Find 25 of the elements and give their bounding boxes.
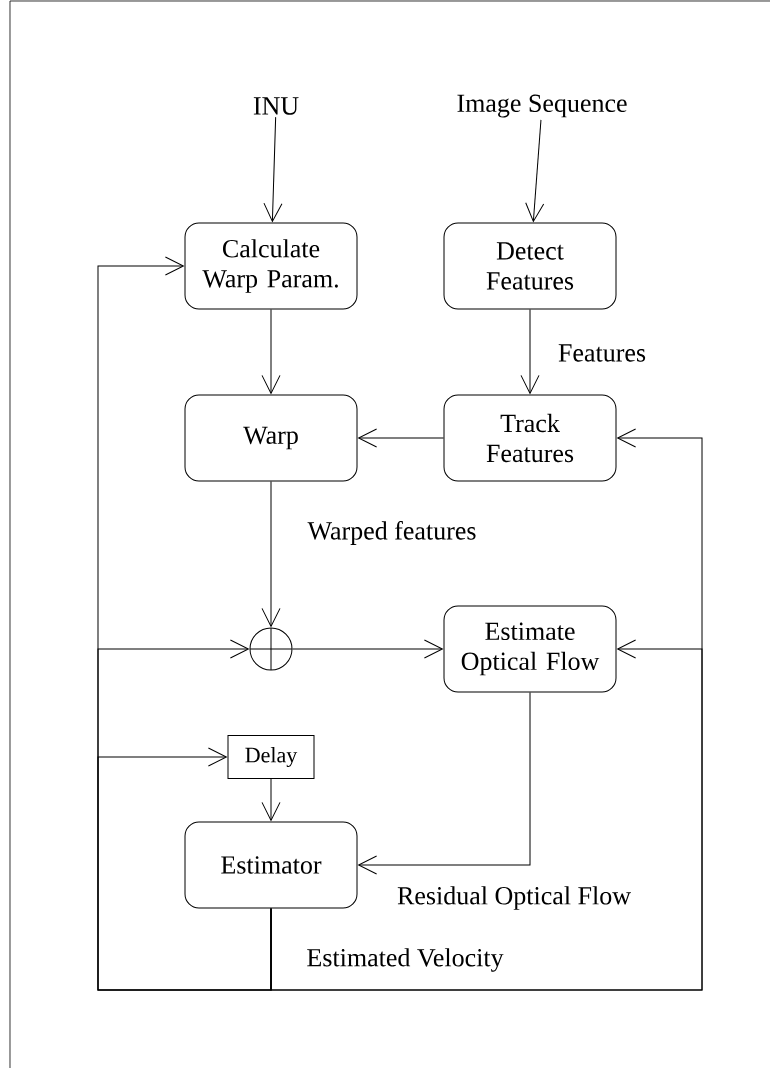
process-box: Warp (184, 394, 358, 482)
input-label: INU (253, 97, 299, 115)
arrow (520, 309, 540, 394)
process-box: Estimator (184, 821, 358, 909)
input-label: Image Sequence (457, 94, 627, 118)
process-box: Estimate Optical Flow (443, 605, 617, 693)
edge-label: Features (558, 344, 646, 362)
arrow (97, 747, 272, 991)
edge-label: Estimated Velocity (307, 948, 504, 972)
process-box: Calculate Warp Param. (184, 222, 358, 310)
arrow (261, 481, 281, 627)
arrow (261, 778, 281, 821)
arrow (261, 309, 281, 394)
arrow (358, 428, 444, 448)
arrow (270, 639, 703, 991)
arrow (358, 692, 531, 875)
process-box: Track Features (443, 394, 617, 482)
arrow (525, 119, 545, 222)
summing-junction (249, 627, 293, 671)
edge-label: Warped features (307, 521, 476, 545)
edge-label: Residual Optical Flow (397, 886, 631, 910)
delay-box: Delay (227, 735, 315, 779)
arrow (292, 639, 443, 659)
arrow (263, 116, 283, 222)
process-box: Detect Features (443, 222, 617, 310)
